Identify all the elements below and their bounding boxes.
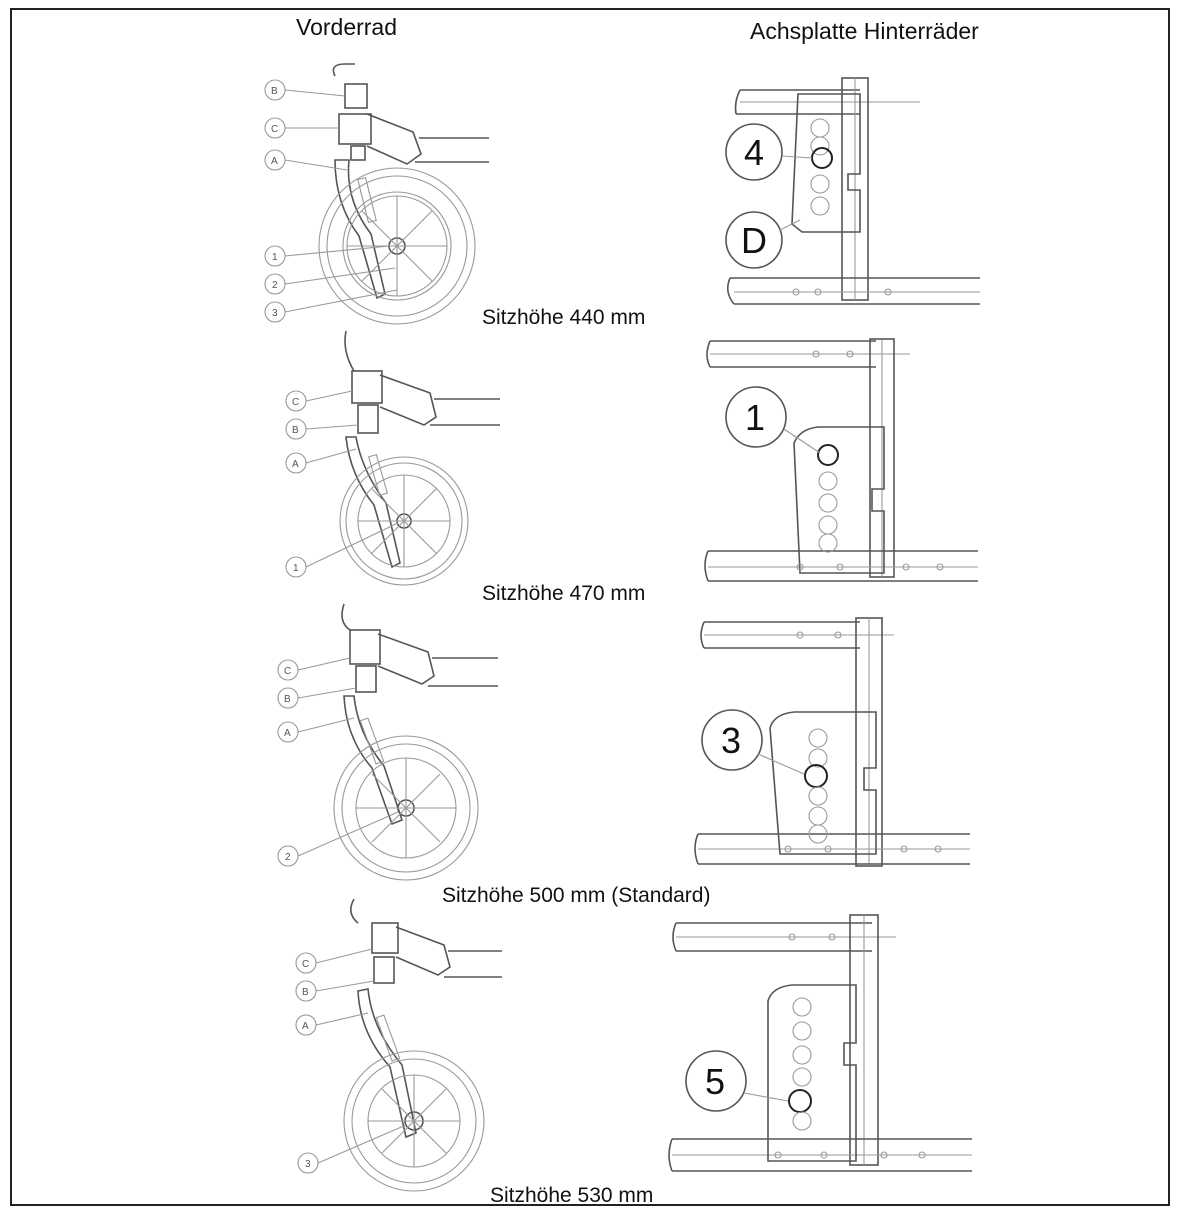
front-label-b: B bbox=[284, 694, 291, 705]
front-label-2: 2 bbox=[272, 280, 278, 291]
caption-seat-height-530: Sitzhöhe 530 mm bbox=[490, 1184, 654, 1207]
rear-axle-plate-470: 1 bbox=[704, 338, 978, 582]
rear-position-number-4: 4 bbox=[744, 132, 764, 173]
front-label-3: 3 bbox=[272, 308, 278, 319]
front-label-b: B bbox=[302, 987, 309, 998]
front-label-b: B bbox=[292, 425, 299, 436]
rear-position-number-3: 3 bbox=[721, 720, 741, 761]
front-wheel-fork-470: C B A 1 bbox=[285, 330, 500, 586]
front-label-c: C bbox=[302, 959, 309, 970]
front-label-1: 1 bbox=[272, 252, 278, 263]
front-wheel-fork-440: B C A 1 2 3 bbox=[264, 63, 489, 325]
front-label-3: 3 bbox=[305, 1159, 311, 1170]
rear-axle-plate-440: 4 D bbox=[725, 77, 980, 305]
front-wheel-fork-530: C B A 3 bbox=[295, 898, 502, 1192]
front-label-2: 2 bbox=[285, 852, 291, 863]
caption-seat-height-440: Sitzhöhe 440 mm bbox=[482, 306, 646, 329]
front-label-c: C bbox=[284, 666, 291, 677]
front-label-a: A bbox=[292, 459, 299, 470]
front-label-c: C bbox=[271, 124, 278, 135]
front-label-a: A bbox=[284, 728, 291, 739]
rear-axle-plate-500: 3 bbox=[694, 617, 970, 867]
caption-seat-height-500: Sitzhöhe 500 mm (Standard) bbox=[442, 884, 711, 907]
rear-position-number-5: 5 bbox=[705, 1061, 725, 1102]
rear-label-d: D bbox=[741, 220, 767, 261]
diagram-frame bbox=[10, 8, 1170, 1206]
rear-axle-plate-530: 5 bbox=[668, 914, 972, 1172]
rear-position-number-1: 1 bbox=[745, 397, 765, 438]
front-wheel-header: Vorderrad bbox=[296, 14, 398, 40]
caption-seat-height-470: Sitzhöhe 470 mm bbox=[482, 582, 646, 605]
front-label-a: A bbox=[271, 156, 278, 167]
front-label-c: C bbox=[292, 397, 299, 408]
front-label-b: B bbox=[271, 86, 278, 97]
rear-axle-plate-header: Achsplatte Hinterräder bbox=[750, 18, 979, 44]
front-wheel-fork-500: C B A 2 bbox=[277, 603, 498, 881]
front-label-1: 1 bbox=[293, 563, 299, 574]
front-label-a: A bbox=[302, 1021, 309, 1032]
